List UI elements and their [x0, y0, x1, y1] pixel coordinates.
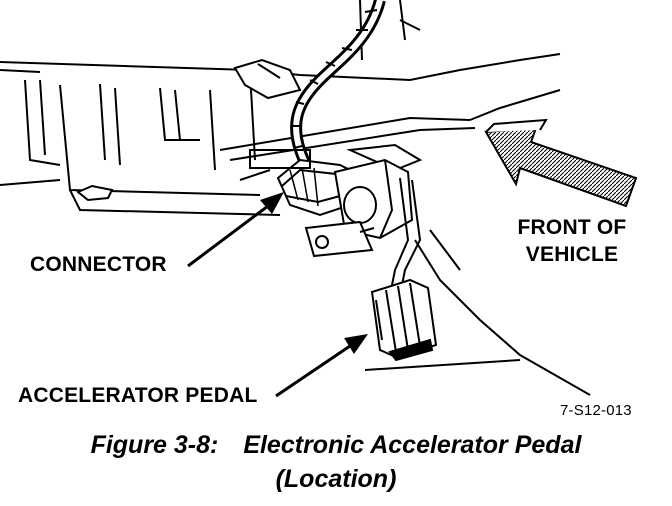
accelerator-pedal-label: ACCELERATOR PEDAL — [18, 384, 258, 407]
front-of-vehicle-label: FRONT OF VEHICLE — [512, 214, 632, 268]
figure-caption: Figure 3-8: Electronic Accelerator Pedal… — [0, 428, 672, 496]
front-of-vehicle-line1: FRONT OF — [517, 216, 627, 239]
front-direction-arrow — [484, 118, 638, 208]
caption-title: Electronic Accelerator Pedal — [243, 431, 582, 459]
pedal-pad — [370, 278, 438, 362]
connector-label: CONNECTOR — [30, 253, 167, 276]
front-of-vehicle-line2: VEHICLE — [525, 243, 619, 266]
connector-leader-arrow — [187, 192, 284, 268]
pedal-leader-arrow — [275, 334, 368, 398]
caption-subtitle: (Location) — [275, 465, 397, 493]
figure-code: 7-S12-013 — [560, 402, 632, 419]
panel-latch — [76, 184, 114, 202]
upper-bracket — [233, 58, 302, 100]
floor-lines — [364, 89, 591, 396]
caption-figure-number: Figure 3-8: — [90, 431, 219, 459]
pedal-housing — [304, 158, 414, 258]
